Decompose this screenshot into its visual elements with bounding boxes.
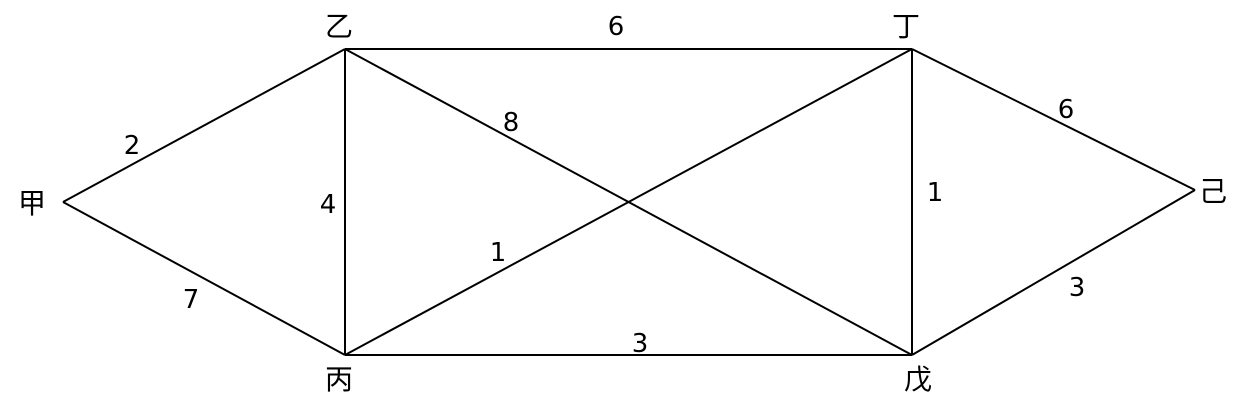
edge-weight-jia-bing: 7 [183, 285, 200, 315]
edge-weight-ding-ji: 6 [1058, 95, 1075, 125]
edge-weight-bing-ding: 1 [490, 238, 507, 268]
node-label-ding: 丁 [892, 10, 920, 43]
edge-weight-yi-bing: 4 [320, 190, 337, 220]
edge-weight-wu-ji: 3 [1069, 273, 1086, 303]
edge-wu-ji [911, 189, 1196, 356]
node-label-wu: 戊 [904, 363, 932, 396]
edge-jia-yi [62, 48, 346, 203]
node-label-bing: 丙 [325, 363, 353, 396]
edge-weight-bing-wu: 3 [632, 329, 649, 359]
node-label-jia: 甲 [18, 187, 46, 220]
edge-weight-yi-wu: 8 [503, 108, 520, 138]
node-label-yi: 乙 [325, 10, 353, 43]
edge-bing-ding [344, 48, 913, 356]
node-label-ji: 己 [1199, 175, 1227, 208]
edge-weight-ding-wu: 1 [927, 178, 944, 208]
edge-jia-bing [62, 201, 346, 356]
edge-weight-yi-ding: 6 [608, 12, 625, 42]
edge-ding-ji [911, 48, 1196, 191]
edge-weight-jia-yi: 2 [124, 131, 141, 161]
